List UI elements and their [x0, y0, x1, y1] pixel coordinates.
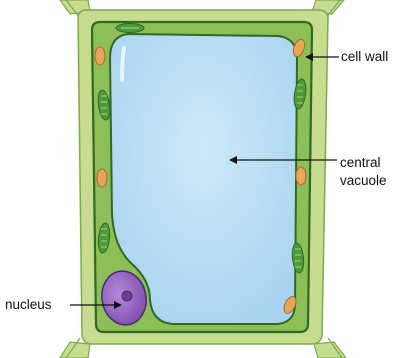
central-vacuole-label-line2: vacuole: [340, 173, 387, 189]
vacuole-highlight: [122, 48, 124, 80]
mitochondrion-icon: [95, 47, 105, 65]
cell-wall-label: cell wall: [341, 49, 388, 65]
nucleus-label: nucleus: [5, 297, 52, 313]
mitochondrion-icon: [97, 169, 107, 187]
mitochondrion-icon: [296, 167, 306, 185]
nucleolus: [122, 291, 132, 301]
central-vacuole-label-line1: central: [340, 155, 381, 171]
